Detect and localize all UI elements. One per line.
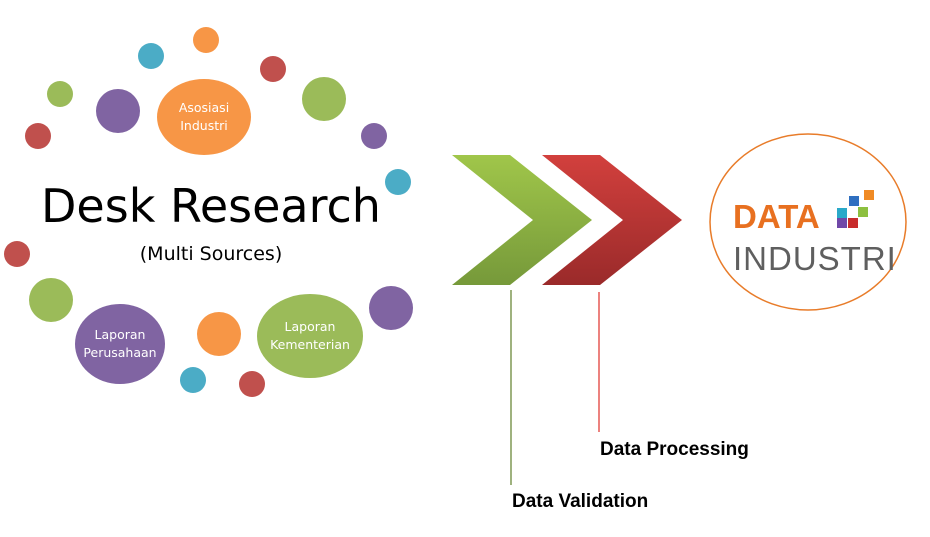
dot xyxy=(96,89,140,133)
dot xyxy=(385,169,411,195)
subtitle: (Multi Sources) xyxy=(140,243,282,265)
dot xyxy=(193,27,219,53)
dot xyxy=(47,81,73,107)
processing-chevron-icon xyxy=(542,155,682,285)
logo-text-data: DATA xyxy=(733,198,820,235)
logo-text-industri: INDUSTRI xyxy=(733,240,897,277)
source-label: Perusahaan xyxy=(83,345,156,360)
source-laporan-perusahaan: Laporan Perusahaan xyxy=(75,304,165,384)
source-label: Industri xyxy=(180,118,228,133)
data-industri-logo: DATA INDUSTRI xyxy=(709,133,907,311)
dot xyxy=(239,371,265,397)
step-label-validation: Data Validation xyxy=(512,491,648,512)
step-label-processing: Data Processing xyxy=(600,439,749,460)
dot xyxy=(369,286,413,330)
dot xyxy=(260,56,286,82)
source-laporan-kementerian: Laporan Kementerian xyxy=(257,294,363,378)
dot xyxy=(138,43,164,69)
source-label: Laporan xyxy=(285,319,336,334)
dot xyxy=(197,312,241,356)
dot xyxy=(180,367,206,393)
dot xyxy=(361,123,387,149)
validation-chevron-icon xyxy=(452,155,592,285)
dot xyxy=(4,241,30,267)
dot xyxy=(302,77,346,121)
decorative-dots xyxy=(4,27,413,397)
main-title: Desk Research xyxy=(41,179,381,233)
dot xyxy=(25,123,51,149)
source-label: Kementerian xyxy=(270,337,350,352)
source-label: Asosiasi xyxy=(179,100,229,115)
dot xyxy=(29,278,73,322)
logo-squares-icon xyxy=(837,190,874,228)
source-label: Laporan xyxy=(95,327,146,342)
source-asosiasi-industri: Asosiasi Industri xyxy=(157,79,251,155)
